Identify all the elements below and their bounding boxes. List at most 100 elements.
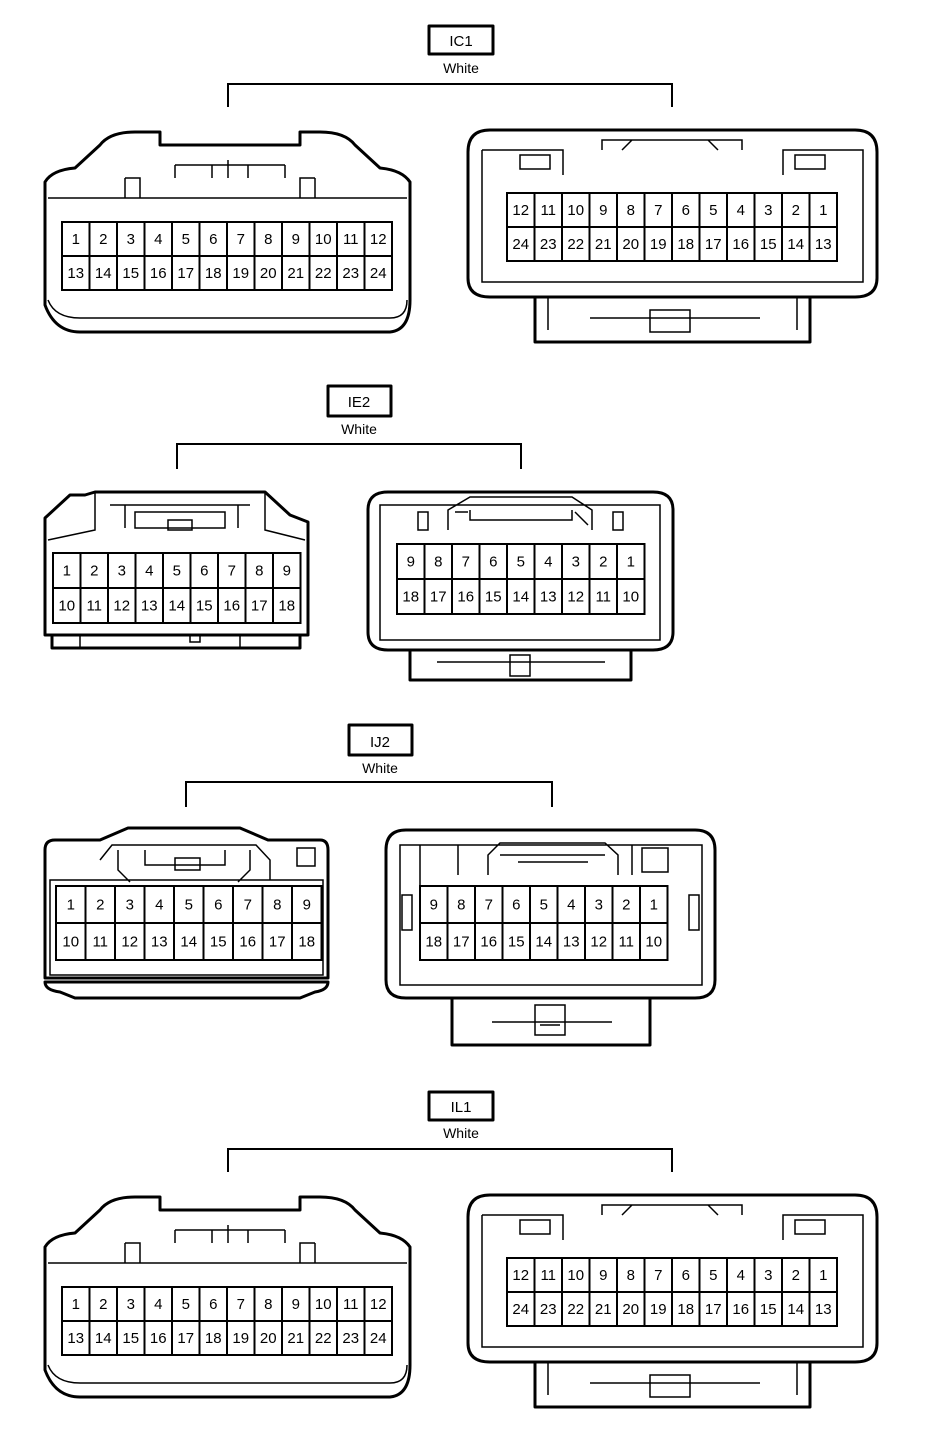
pin-number: 21 [595,1301,612,1318]
pin-number: 10 [58,598,75,615]
pin-cell [308,255,338,291]
pin-cell [198,1286,228,1322]
pin-number: 15 [210,934,227,951]
pin-number: 2 [792,202,800,219]
pin-number: 20 [622,1301,639,1318]
pin-cell [61,255,91,291]
pin-number: 16 [223,598,240,615]
pin-cell [253,1286,283,1322]
pin-cell [291,922,323,961]
pin-cell [671,192,701,228]
pin-number: 14 [535,934,552,951]
pin-cell [506,1291,536,1327]
pin-cell [171,1320,201,1356]
pin-number: 12 [567,589,584,606]
bracket-ij2 [185,781,553,807]
pin-number: 5 [185,897,193,914]
pin-number: 6 [682,1267,690,1284]
pin-number: 6 [214,897,222,914]
connector-color: White [362,760,398,776]
pin-number: 13 [67,1330,84,1347]
pin-number: 5 [173,563,181,580]
pin-number: 1 [819,202,827,219]
pin-number: 6 [209,231,217,248]
pin-number: 9 [599,202,607,219]
pin-cell [753,1291,783,1327]
pin-cell [478,578,508,615]
pin-number: 7 [462,554,470,571]
pin-number: 24 [512,1301,529,1318]
pin-number: 14 [95,1330,112,1347]
connector-il1: IL1 White [43,1090,879,1409]
pin-cell [107,552,137,589]
pin-number: 17 [177,265,194,282]
pin-number: 5 [709,202,717,219]
pin-number: 15 [760,1301,777,1318]
pin-number: 10 [622,589,639,606]
pin-number: 3 [572,554,580,571]
pin-number: 14 [95,265,112,282]
pin-number: 3 [764,202,772,219]
pin-number: 2 [96,897,104,914]
pin-number: 3 [118,563,126,580]
female-connector-ij2 [384,828,717,1047]
connector-ij2: IJ2 White [43,723,717,1047]
pin-number: 16 [732,1301,749,1318]
pin-number: 13 [563,934,580,951]
pin-cell [561,578,591,615]
female-connector-il1 [466,1193,879,1409]
pin-number: 4 [145,563,153,580]
pin-cell [808,226,838,262]
male-connector-il1 [43,1195,412,1399]
pin-number: 11 [92,934,108,951]
pin-number: 12 [370,1296,387,1313]
pin-cell [529,885,559,924]
pin-number: 20 [260,265,277,282]
pin-cell [616,226,646,262]
pin-number: 23 [342,1330,359,1347]
pin-number: 17 [251,598,268,615]
pin-cell [189,587,219,624]
connector-ic1: IC1 White [43,24,879,344]
pin-cell [272,587,302,624]
connector-id: IL1 [451,1099,472,1116]
pin-number: 14 [512,589,529,606]
pin-cell [107,587,137,624]
pin-number: 9 [292,231,300,248]
pin-cell [643,226,673,262]
pin-number: 18 [425,934,442,951]
pin-number: 7 [237,1296,245,1313]
pin-number: 1 [627,554,635,571]
pin-cell [698,226,728,262]
pin-number: 1 [67,897,75,914]
pin-number: 8 [627,202,635,219]
pin-number: 9 [407,554,415,571]
pin-cell [143,1320,173,1356]
pin-number: 22 [315,1330,332,1347]
pin-number: 3 [127,231,135,248]
pin-number: 8 [627,1267,635,1284]
pin-number: 24 [370,265,387,282]
pin-cell [226,255,256,291]
pin-number: 22 [567,1301,584,1318]
pin-number: 15 [485,589,502,606]
pin-cell [808,192,838,228]
pin-number: 14 [180,934,197,951]
pin-number: 5 [709,1267,717,1284]
connector-label-ij2: IJ2 White [347,723,414,776]
pin-number: 6 [209,1296,217,1313]
pin-number: 20 [622,236,639,253]
pin-number: 16 [239,934,256,951]
pin-number: 21 [287,1330,304,1347]
pin-cell [143,885,175,924]
pin-number: 11 [86,598,102,615]
pin-number: 4 [737,1267,745,1284]
